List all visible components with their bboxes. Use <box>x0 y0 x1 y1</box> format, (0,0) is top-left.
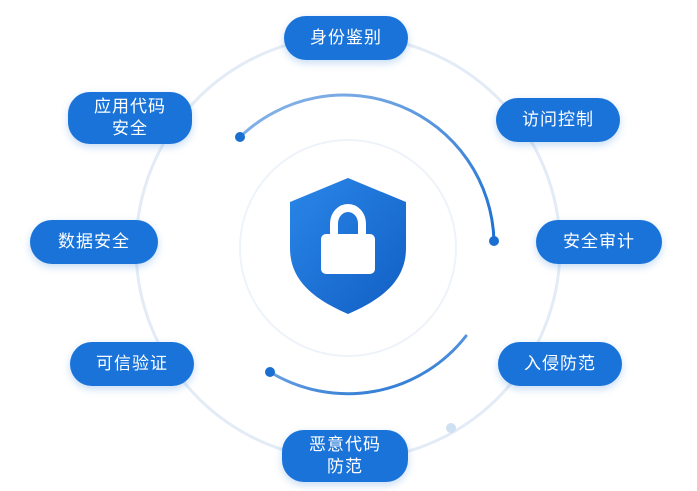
inner-ring <box>239 139 457 357</box>
pill-data[interactable]: 数据安全 <box>30 220 158 264</box>
arc-dot-upper-end <box>489 236 499 246</box>
pill-intrusion[interactable]: 入侵防范 <box>498 342 622 386</box>
shield-lock-icon <box>290 178 406 314</box>
pill-malware-label: 恶意代码 防范 <box>309 435 381 477</box>
arc-dot-upper-start <box>235 132 245 142</box>
pill-intrusion-label: 入侵防范 <box>524 354 596 374</box>
arc-upper <box>238 93 496 243</box>
arc-dot-lower-start <box>265 367 275 377</box>
pill-data-label: 数据安全 <box>58 232 130 252</box>
pill-app-code[interactable]: 应用代码 安全 <box>68 92 192 144</box>
pill-identity[interactable]: 身份鉴别 <box>284 16 408 60</box>
pill-app-code-label: 应用代码 安全 <box>94 97 166 139</box>
pill-access-label: 访问控制 <box>522 110 594 130</box>
pill-trusted-label: 可信验证 <box>96 354 168 374</box>
pill-access[interactable]: 访问控制 <box>496 98 620 142</box>
pill-audit-label: 安全审计 <box>563 232 635 252</box>
pill-audit[interactable]: 安全审计 <box>536 220 662 264</box>
outer-ring-dot <box>446 423 456 433</box>
pill-trusted[interactable]: 可信验证 <box>70 342 194 386</box>
pill-identity-label: 身份鉴别 <box>310 28 382 48</box>
pill-malware[interactable]: 恶意代码 防范 <box>282 430 408 482</box>
arc-lower <box>268 334 468 396</box>
